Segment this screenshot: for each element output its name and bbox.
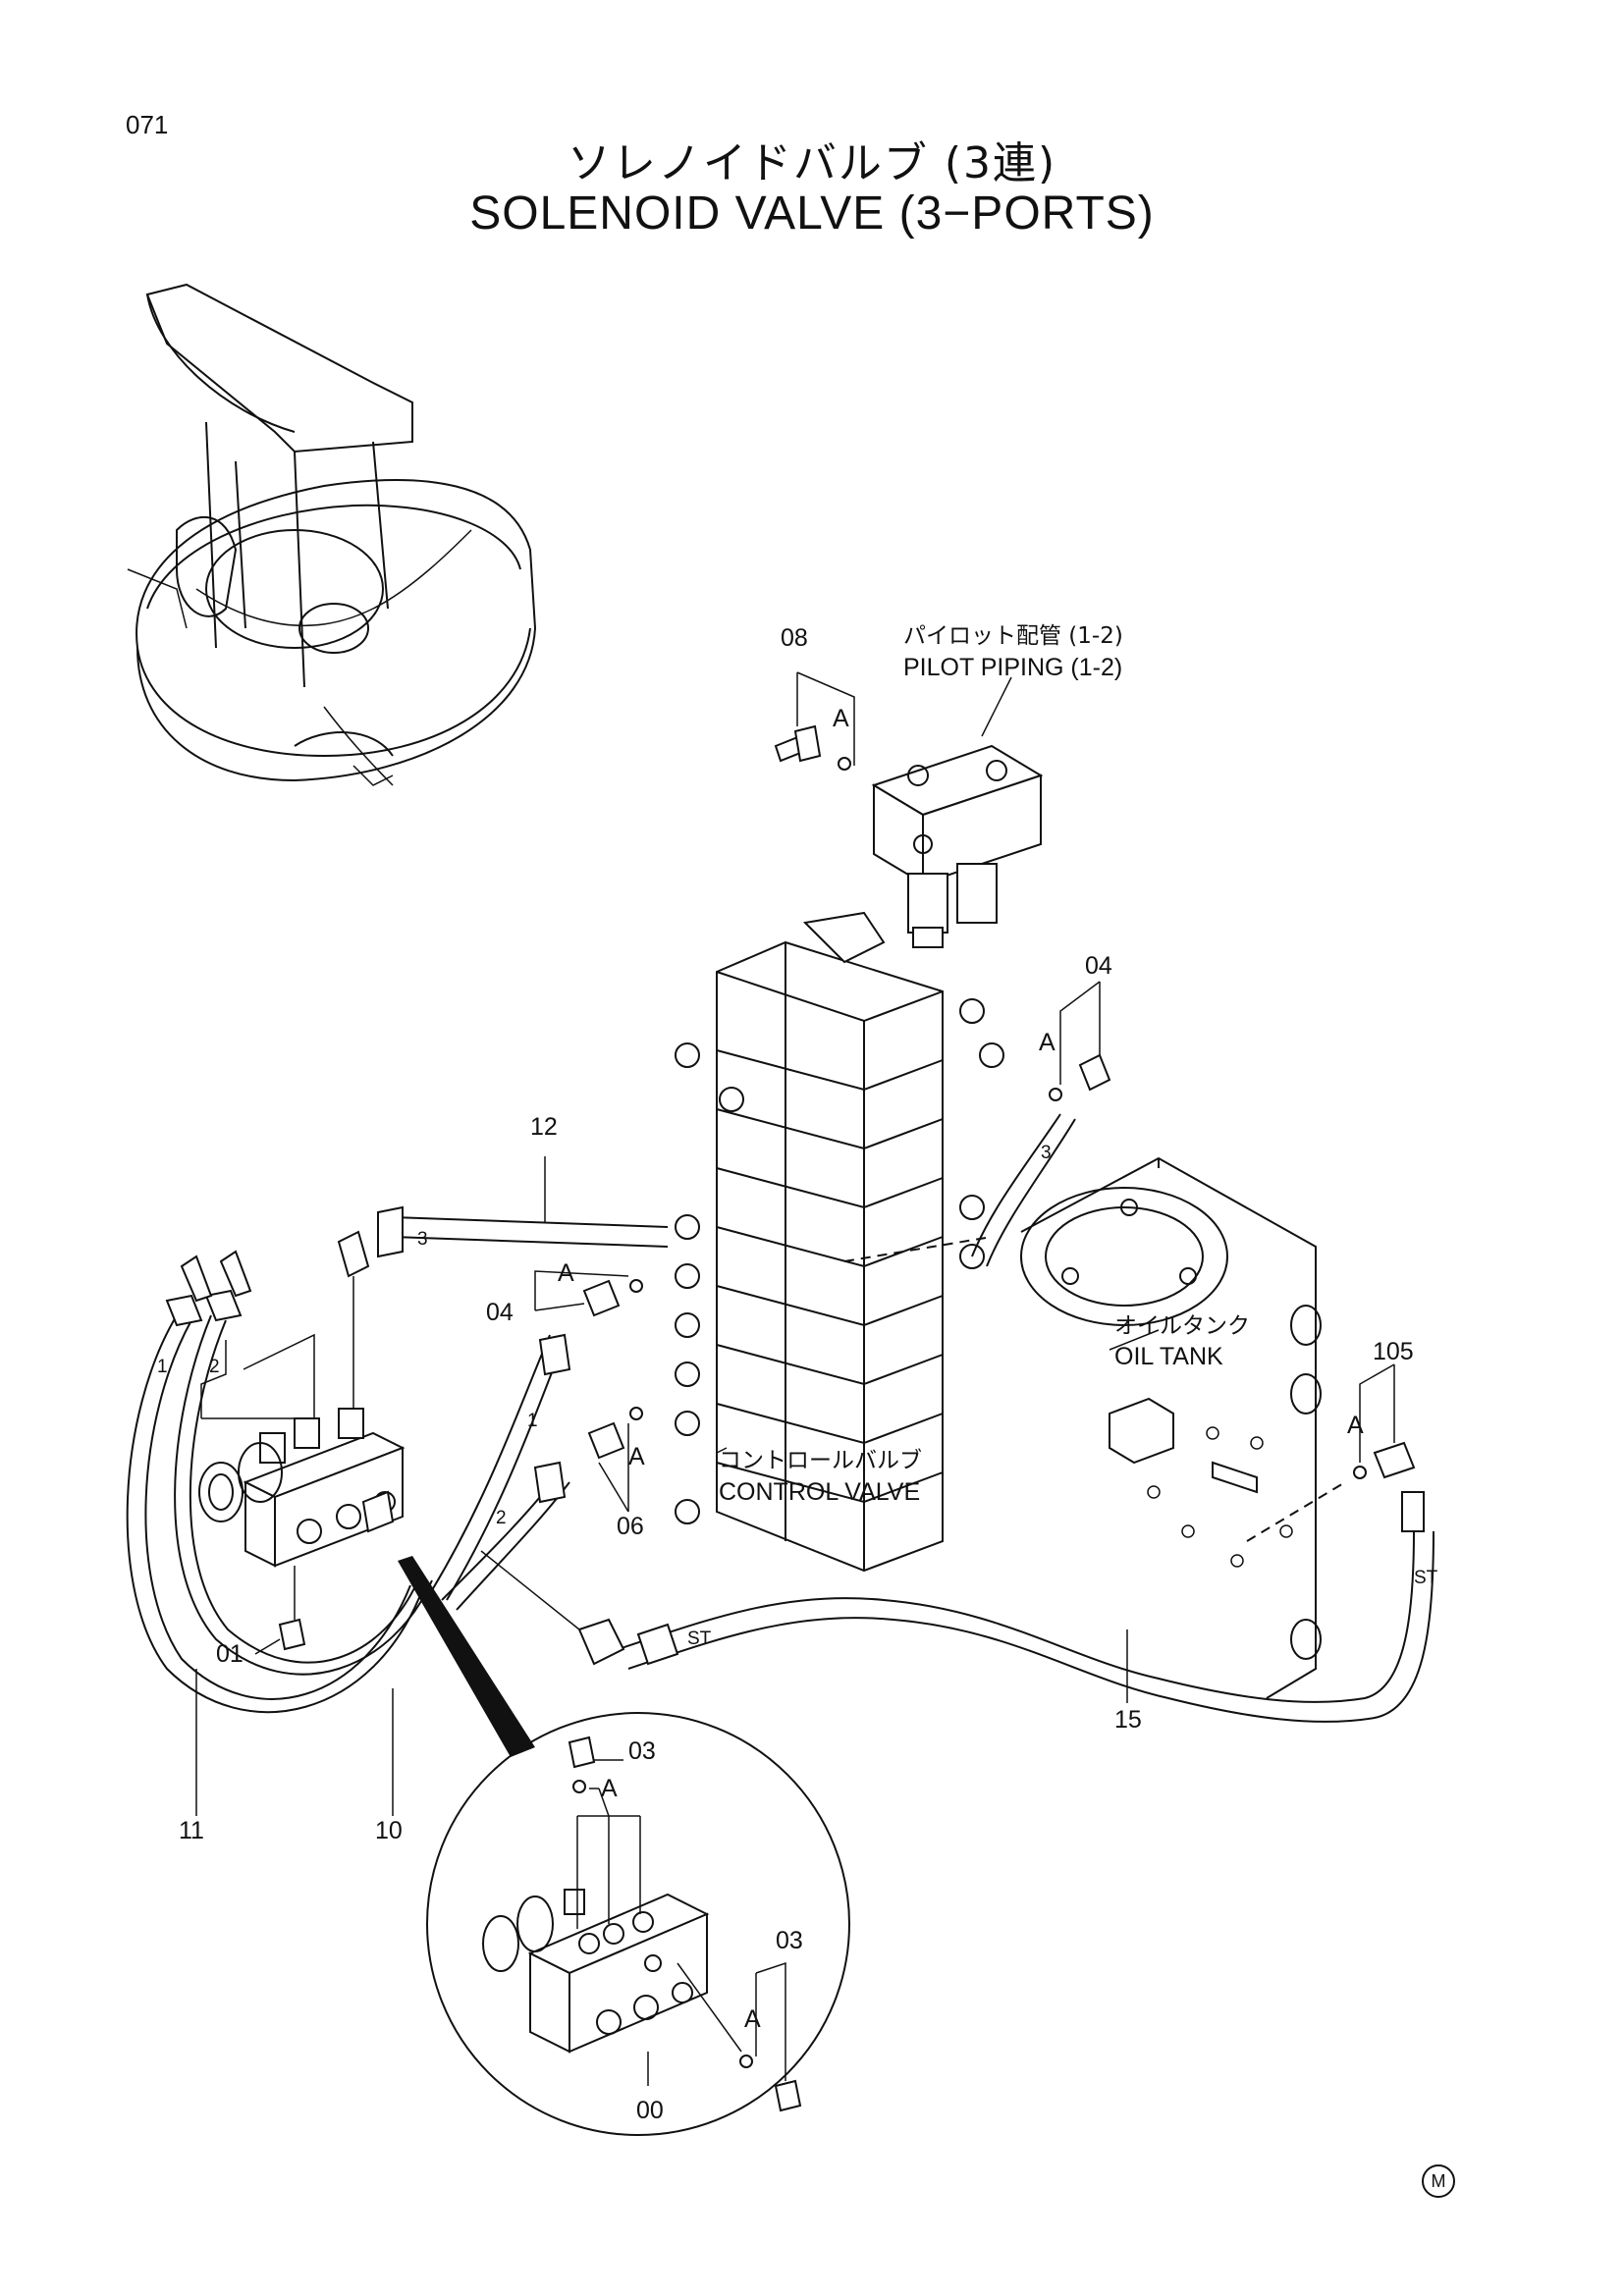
- marker-a-08: A: [833, 705, 849, 732]
- part-number-11: 11: [179, 1817, 204, 1844]
- part-number-04-top: 04: [1085, 952, 1112, 980]
- fitting-08: [774, 671, 855, 771]
- marker-hose-3-right: 3: [1041, 1143, 1052, 1163]
- pilot-piping-label-en: PILOT PIPING (1-2): [903, 654, 1122, 681]
- part-number-105: 105: [1373, 1338, 1414, 1365]
- marker-a-04-top: A: [1039, 1029, 1056, 1056]
- control-valve-label-jp: コントロールバルブ: [719, 1448, 922, 1473]
- hoses-1-2: [431, 1333, 571, 1611]
- solenoid-valve-main: [198, 1333, 406, 1655]
- marker-a-105: A: [1347, 1412, 1364, 1439]
- fitting-04-top: [971, 981, 1111, 1267]
- marker-hose-2-right: 2: [496, 1508, 507, 1528]
- fitting-04-left: [534, 1270, 643, 1317]
- excavator-illustration: [127, 283, 537, 786]
- control-valve-stack: [675, 911, 1004, 1573]
- part-number-00: 00: [636, 2097, 664, 2124]
- leader-lines: [195, 676, 1160, 1816]
- fitting-06: [587, 1407, 643, 1513]
- hose-15: [480, 1530, 1435, 1723]
- control-valve-label-en: CONTROL VALVE: [719, 1478, 920, 1506]
- marker-a-04-left: A: [558, 1259, 574, 1287]
- marker-hose-1-left: 1: [157, 1357, 168, 1377]
- page-number: 071: [126, 110, 169, 139]
- marker-st-hose-15: ST: [687, 1629, 712, 1649]
- pilot-valve-block: [871, 744, 1044, 948]
- fitting-105: [1353, 1363, 1425, 1532]
- pilot-piping-label-jp: パイロット配管 (1-2): [903, 623, 1123, 649]
- marker-hose-1-right: 1: [527, 1411, 538, 1431]
- part-number-03-right: 03: [776, 1927, 803, 1954]
- part-number-12: 12: [530, 1113, 558, 1141]
- marker-a-03-top: A: [601, 1775, 618, 1802]
- oil-tank-label-en: OIL TANK: [1114, 1343, 1223, 1370]
- oil-tank-label-jp: オイルタンク: [1114, 1313, 1250, 1339]
- part-number-10: 10: [375, 1817, 403, 1844]
- marker-hose-2-left: 2: [209, 1357, 220, 1377]
- hoses-10-11: [126, 1250, 433, 1714]
- part-number-15: 15: [1114, 1706, 1142, 1734]
- marker-a-06: A: [628, 1443, 645, 1470]
- part-number-01: 01: [216, 1640, 244, 1668]
- manufacturer-mark: M: [1422, 2164, 1455, 2198]
- part-number-08: 08: [781, 624, 808, 652]
- hose-12: [337, 1156, 669, 1384]
- part-number-03-top: 03: [628, 1737, 656, 1765]
- solenoid-valve-detail: [482, 1735, 802, 2112]
- part-number-04-left: 04: [486, 1299, 514, 1326]
- marker-a-03-right: A: [744, 2005, 761, 2033]
- oil-tank: [843, 1156, 1346, 1699]
- title-english: SOLENOID VALVE (3−PORTS): [469, 187, 1155, 240]
- part-number-06: 06: [617, 1513, 644, 1540]
- marker-st-oil-tank: ST: [1414, 1568, 1438, 1588]
- detail-magnifier: [398, 1556, 850, 2136]
- title-japanese: ソレノイドバルブ (3連): [567, 138, 1057, 188]
- marker-hose-3-left: 3: [417, 1229, 428, 1250]
